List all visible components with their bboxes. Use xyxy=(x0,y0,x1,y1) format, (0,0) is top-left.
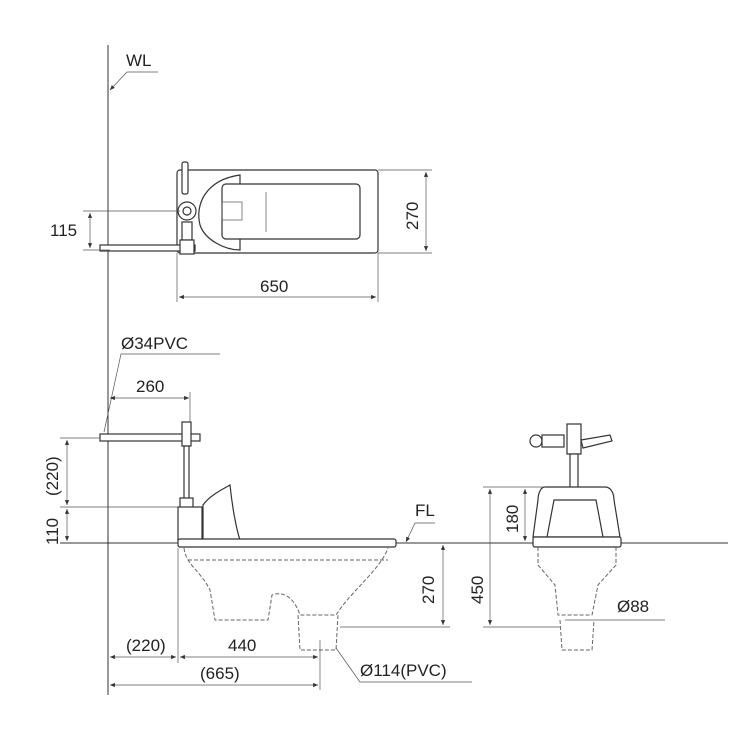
outlet-dim: Ø88 xyxy=(617,597,649,616)
side-drain-outlet xyxy=(297,614,339,651)
side-tank xyxy=(177,506,203,542)
top-offset-dim: 115 xyxy=(50,221,77,240)
front-flush-valve-icon xyxy=(566,423,582,455)
below-floor-dim: 270 xyxy=(419,576,438,604)
front-drain-outlet xyxy=(559,619,595,651)
supply-pipe xyxy=(99,244,196,252)
bowl-drain-dim: 440 xyxy=(228,636,256,655)
front-view: 450 180 Ø88 xyxy=(468,423,665,651)
above-floor-dim: 180 xyxy=(503,505,522,533)
front-handle-icon xyxy=(580,434,613,449)
pipe-length-dim: 260 xyxy=(136,377,164,396)
pipe-height-dim: (220) xyxy=(43,456,62,496)
side-view: FL Ø34PVC 260 (220) 110 270 xyxy=(43,334,728,690)
total-height-dim: 450 xyxy=(468,576,487,604)
fl-label: FL xyxy=(415,501,435,520)
flush-handle-icon xyxy=(181,161,189,195)
top-width-dim: 650 xyxy=(260,277,288,296)
wall-offset-dim: (220) xyxy=(126,636,166,655)
side-supply-pipe xyxy=(99,433,201,442)
top-depth-dim: 270 xyxy=(403,202,422,230)
wl-label: WL xyxy=(126,51,152,70)
wall-drain-dim: (665) xyxy=(200,664,240,683)
inlet-pipe-label: Ø34PVC xyxy=(121,334,188,353)
side-bowl-rim xyxy=(177,538,397,548)
wall-line-label: WL xyxy=(109,51,158,91)
tank-height-dim: 110 xyxy=(43,518,62,545)
drain-pipe-label: Ø114(PVC) xyxy=(360,661,447,680)
top-view: 270 650 115 xyxy=(50,161,432,302)
